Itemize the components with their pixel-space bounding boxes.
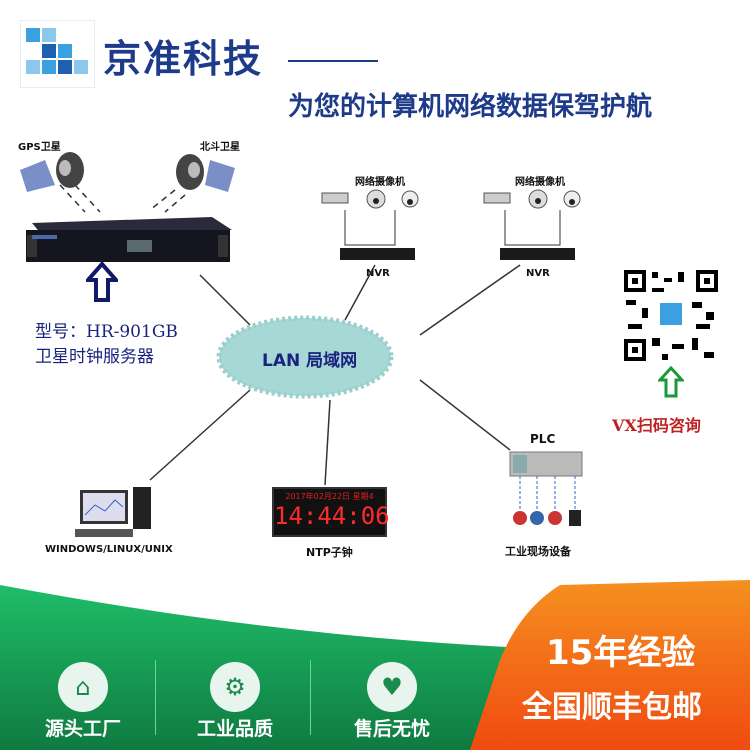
clock-date: 2017年02月22日 星期4 (285, 492, 374, 501)
feature-label: 源头工厂 (44, 718, 121, 740)
qr-code[interactable] (622, 268, 720, 363)
lan-label: LAN 局域网 (262, 351, 358, 371)
gear-icon: ⚙ (210, 662, 260, 712)
divider (155, 660, 156, 735)
beidou-satellite-icon (176, 154, 235, 192)
camera-label: 网络摄像机 (355, 177, 405, 188)
beidou-label: 北斗卫星 (200, 142, 240, 153)
up-arrow-icon (86, 262, 118, 302)
nvr-label: NVR (526, 268, 550, 279)
qr-label: VX扫码咨询 (612, 416, 701, 435)
shipping-text: 全国顺丰包邮 (522, 690, 702, 725)
product-model: 型号：HR-901GB (35, 322, 178, 342)
brand-name: 京准科技 (103, 37, 264, 81)
ntp-clock-display: 2017年02月22日 星期4 14:44:06 (272, 487, 390, 537)
clock-time: 14:44:06 (274, 502, 390, 530)
feature-label: 工业品质 (196, 718, 273, 740)
handshake-icon: ♥ (367, 662, 417, 712)
experience-text: 15年经验 (546, 633, 696, 673)
product-name: 卫星时钟服务器 (35, 347, 154, 367)
nvr-label: NVR (366, 268, 390, 279)
gps-label: GPS卫星 (18, 142, 61, 153)
nvr-device (500, 248, 575, 260)
camera-label: 网络摄像机 (515, 177, 565, 188)
tagline: 为您的计算机网络数据保驾护航 (288, 92, 653, 122)
up-arrow-icon (658, 366, 684, 398)
camera-group-icon (483, 189, 581, 209)
brand-logo (20, 20, 95, 88)
os-label: WINDOWS/LINUX/UNIX (45, 544, 173, 555)
feature-label: 售后无忧 (353, 718, 430, 740)
gps-satellite-icon (20, 152, 84, 192)
clock-label: NTP子钟 (306, 546, 353, 559)
nvr-device (340, 248, 415, 260)
divider (310, 660, 311, 735)
plc-label: PLC (530, 432, 556, 446)
network-lines (59, 184, 561, 486)
industrial-label: 工业现场设备 (505, 545, 571, 558)
divider (288, 60, 378, 62)
factory-icon: ⌂ (58, 662, 108, 712)
plc-device (509, 451, 583, 526)
time-server-device (26, 217, 232, 262)
computer-icon (75, 487, 151, 537)
lan-cloud (216, 315, 394, 399)
camera-group-icon (321, 189, 419, 209)
footer-background (0, 580, 750, 750)
